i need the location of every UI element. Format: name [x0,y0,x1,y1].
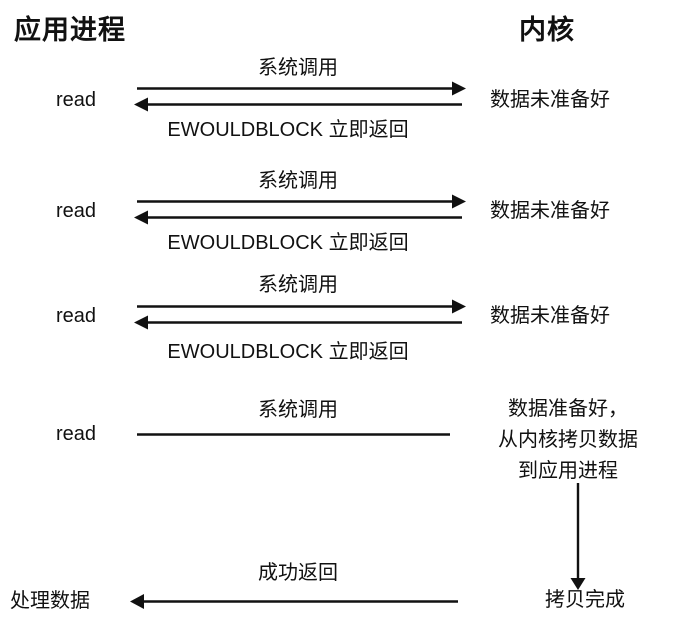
round-2-kernel-state-label: 数据未准备好 [490,200,610,222]
round-1-read-label: read [56,89,97,111]
round-2-return-arrow [134,210,462,225]
round-3-kernel-state-label: 数据未准备好 [490,305,610,327]
success-return-arrow [130,594,458,609]
round-4-read-label: read [56,423,97,445]
round-2-syscall-arrow [137,194,466,209]
round-1-ewouldblock-label: EWOULDBLOCK 立即返回 [167,119,409,141]
round-3-syscall-arrow [137,299,466,314]
round-3-ewouldblock-label: EWOULDBLOCK 立即返回 [167,341,409,363]
round-2-ewouldblock-label: EWOULDBLOCK 立即返回 [167,232,409,254]
round-3-syscall-label: 系统调用 [258,274,338,296]
round-1-kernel-state-label: 数据未准备好 [490,89,610,111]
round-1-return-arrow [134,97,462,112]
kernel-copy-line-2: 从内核拷贝数据 [498,429,638,451]
round-1-syscall-label: 系统调用 [258,57,338,79]
round-2-read-label: read [56,200,97,222]
round-2-syscall-label: 系统调用 [258,170,338,192]
kernel-copy-block: 数据准备好， 从内核拷贝数据 到应用进程 [498,394,638,487]
process-data-label: 处理数据 [10,590,90,612]
round-3-return-arrow [134,315,462,330]
round-4-syscall-label: 系统调用 [258,399,338,421]
column-header-application-process: 应用进程 [14,15,126,45]
round-3-read-label: read [56,305,97,327]
round-1-syscall-arrow [137,81,466,96]
round-4-syscall-arrow [137,433,450,436]
copy-done-label: 拷贝完成 [545,589,625,611]
kernel-copy-line-3: 到应用进程 [518,460,618,482]
kernel-copy-line-1: 数据准备好， [508,398,628,420]
success-return-label: 成功返回 [258,562,338,584]
kernel-copy-vertical-arrow [570,483,586,590]
column-header-kernel: 内核 [519,15,575,45]
